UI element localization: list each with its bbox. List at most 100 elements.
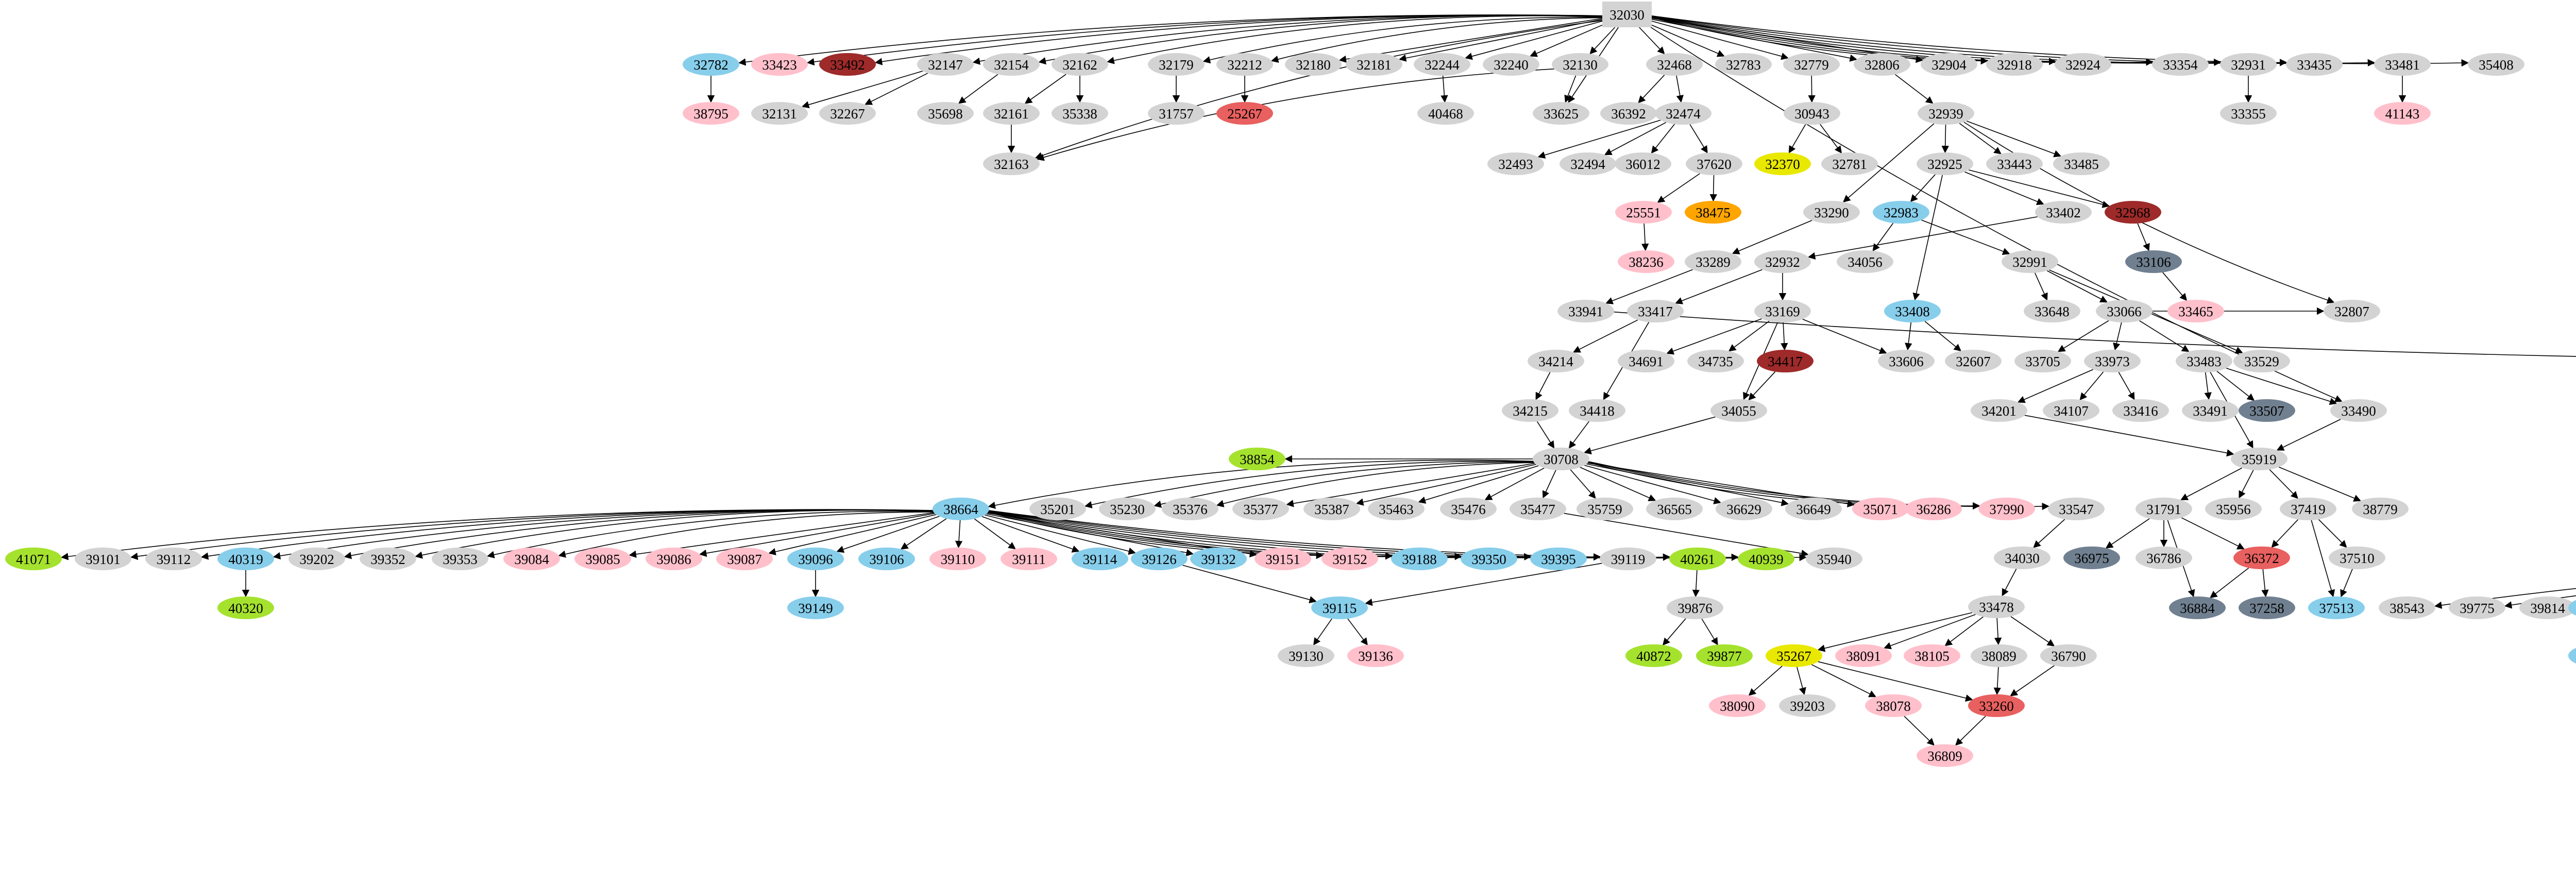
graph-node-35698: 35698 bbox=[917, 102, 974, 125]
graph-edge-36372-36884 bbox=[2210, 567, 2249, 599]
graph-node-shape-32968 bbox=[2105, 201, 2161, 224]
graph-node-shape-39130 bbox=[1278, 644, 1334, 667]
graph-node-34055: 34055 bbox=[1710, 399, 1767, 422]
graph-edge-36790-33260 bbox=[2010, 665, 2055, 696]
graph-edge-33417-34214 bbox=[1572, 319, 1638, 353]
graph-node-shape-37258 bbox=[2239, 596, 2295, 619]
graph-node-label-38543: 38543 bbox=[2389, 601, 2425, 616]
graph-node-33941: 33941 bbox=[1557, 300, 1614, 322]
graph-node-35477: 35477 bbox=[1510, 498, 1566, 520]
graph-edge-30708-35201 bbox=[1084, 460, 1534, 508]
graph-node-label-39395: 39395 bbox=[1541, 552, 1576, 567]
graph-node-label-39136: 39136 bbox=[1358, 648, 1393, 664]
graph-node-33423: 33423 bbox=[751, 53, 808, 76]
graph-node-label-39130: 39130 bbox=[1289, 648, 1324, 664]
graph-node-shape-37513 bbox=[2308, 596, 2365, 619]
graph-node-label-38236: 38236 bbox=[1629, 254, 1664, 270]
graph-node-label-32180: 32180 bbox=[1296, 57, 1331, 73]
graph-node-label-40468: 40468 bbox=[1428, 106, 1463, 122]
graph-edge-38664-39353 bbox=[486, 510, 934, 558]
graph-node-40320: 40320 bbox=[217, 596, 274, 619]
graph-node-shape-34201 bbox=[1971, 399, 2027, 422]
graph-edge-32779-30943 bbox=[1808, 75, 1816, 103]
graph-edge-32939-33290 bbox=[1843, 123, 1935, 202]
graph-node-shape-39876 bbox=[1667, 596, 1723, 619]
graph-node-39151: 39151 bbox=[1255, 548, 1311, 570]
graph-edge-32030-35408 bbox=[1651, 15, 2469, 67]
graph-node-34215: 34215 bbox=[1502, 399, 1558, 422]
graph-node-shape-35940 bbox=[1806, 548, 1862, 570]
graph-node-shape-32474 bbox=[1655, 102, 1711, 125]
graph-node-32783: 32783 bbox=[1715, 53, 1772, 76]
graph-node-label-38475: 38475 bbox=[1696, 205, 1731, 220]
graph-node-shape-34417 bbox=[1757, 350, 1814, 372]
graph-node-shape-40320 bbox=[217, 596, 274, 619]
graph-node-shape-30708 bbox=[1533, 448, 1589, 470]
graph-node-38664: 38664 bbox=[933, 498, 989, 520]
graph-node-shape-41143 bbox=[2374, 102, 2431, 125]
graph-node-label-32154: 32154 bbox=[994, 57, 1029, 73]
graph-node-shape-33485 bbox=[2053, 152, 2110, 175]
graph-edge-32991-33066 bbox=[2046, 270, 2108, 303]
graph-node-shape-37620 bbox=[1686, 152, 1742, 175]
graph-node-33648: 33648 bbox=[2024, 300, 2080, 322]
graph-node-shape-38779 bbox=[2352, 498, 2409, 520]
graph-node-label-39188: 39188 bbox=[1402, 552, 1437, 567]
graph-node-32904: 32904 bbox=[1921, 53, 1977, 76]
graph-edge-39115-39130 bbox=[1313, 618, 1332, 645]
graph-node-shape-33729 bbox=[2568, 600, 2576, 616]
graph-node-label-35071: 35071 bbox=[1863, 502, 1898, 517]
graph-node-33408: 33408 bbox=[1884, 300, 1941, 322]
graph-node-label-35759: 35759 bbox=[1587, 502, 1622, 517]
graph-node-label-39084: 39084 bbox=[514, 552, 549, 567]
graph-node-shape-39114 bbox=[1072, 548, 1128, 570]
graph-node-label-39085: 39085 bbox=[585, 552, 620, 567]
graph-node-label-32468: 32468 bbox=[1657, 57, 1692, 73]
graph-node-shape-39152 bbox=[1321, 548, 1378, 570]
graph-node-shape-34107 bbox=[2043, 399, 2099, 422]
graph-node-shape-38664 bbox=[933, 498, 989, 520]
graph-node-34107: 34107 bbox=[2043, 399, 2099, 422]
graph-node-label-25551: 25551 bbox=[1626, 205, 1661, 220]
graph-node-shape-32154 bbox=[983, 53, 1040, 76]
graph-node-33354: 33354 bbox=[2152, 53, 2209, 76]
graph-node-label-39111: 39111 bbox=[1012, 552, 1046, 567]
graph-edge-33408-33606 bbox=[1905, 322, 1912, 351]
graph-node-label-34735: 34735 bbox=[1698, 354, 1733, 369]
graph-node-shape-39087 bbox=[716, 548, 773, 570]
graph-node-32939: 32939 bbox=[1918, 102, 1974, 125]
graph-node-33729: 33729 bbox=[2568, 600, 2576, 616]
graph-node-label-33260: 33260 bbox=[1979, 698, 2014, 714]
graph-node-shape-36012 bbox=[1615, 152, 1671, 175]
graph-node-label-32494: 32494 bbox=[1570, 157, 1605, 172]
graph-edge-37419-36372 bbox=[2271, 519, 2299, 548]
graph-node-32924: 32924 bbox=[2055, 53, 2111, 76]
graph-node-39149: 39149 bbox=[787, 596, 844, 619]
graph-node-33355: 33355 bbox=[2220, 102, 2277, 125]
graph-node-label-31757: 31757 bbox=[1159, 106, 1194, 122]
graph-node-38543: 38543 bbox=[2379, 596, 2435, 619]
graph-node-label-36012: 36012 bbox=[1625, 157, 1660, 172]
graph-node-label-33625: 33625 bbox=[1544, 106, 1579, 122]
graph-node-39352: 39352 bbox=[360, 548, 416, 570]
graph-node-shape-32370 bbox=[1754, 152, 1811, 175]
graph-edge-32474-36012 bbox=[1651, 124, 1675, 154]
graph-node-33483: 33483 bbox=[2176, 350, 2232, 372]
graph-node-34056: 34056 bbox=[1837, 250, 1893, 273]
graph-node-shape-31757 bbox=[1148, 102, 1205, 125]
graph-node-shape-32991 bbox=[2002, 250, 2058, 273]
graph-edge-32991-33648 bbox=[2034, 272, 2048, 301]
graph-node-35408: 35408 bbox=[2468, 53, 2524, 76]
graph-node-shape-32147 bbox=[917, 53, 974, 76]
graph-node-shape-32939 bbox=[1918, 102, 1974, 125]
graph-node-label-33606: 33606 bbox=[1889, 354, 1924, 369]
graph-node-label-33491: 33491 bbox=[2193, 403, 2228, 419]
graph-node-label-32212: 32212 bbox=[1227, 57, 1262, 73]
graph-node-label-35940: 35940 bbox=[1817, 552, 1852, 567]
graph-node-label-32924: 32924 bbox=[2065, 57, 2100, 73]
graph-edge-32030-32130 bbox=[1589, 27, 1616, 55]
graph-edge-33478-38105 bbox=[1944, 616, 1984, 646]
graph-node-32154: 32154 bbox=[983, 53, 1040, 76]
graph-node-label-38090: 38090 bbox=[1720, 698, 1755, 714]
graph-node-label-36392: 36392 bbox=[1611, 106, 1646, 122]
